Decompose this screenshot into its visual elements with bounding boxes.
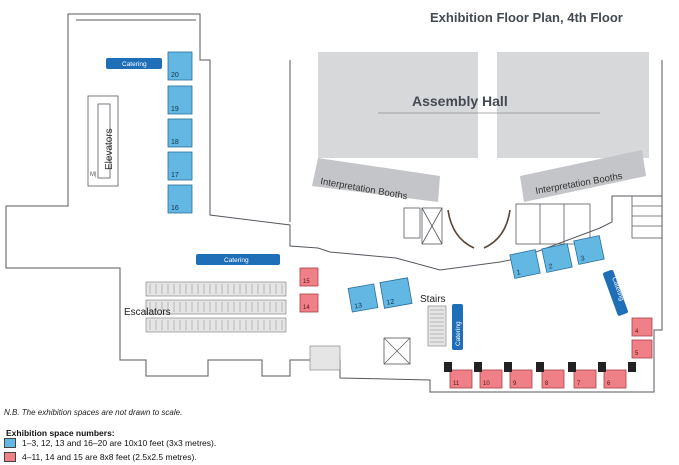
exhibition-space-7[interactable]: 7	[573, 369, 597, 389]
exhibition-space-number: 15	[303, 279, 310, 285]
exhibition-space-box[interactable]	[347, 283, 379, 313]
exhibition-space-number: 14	[303, 305, 310, 311]
exhibition-space-number: 19	[171, 106, 179, 113]
legend-row-blue: 1–3, 12, 13 and 16–20 are 10x10 feet (3x…	[4, 437, 216, 449]
escalators-label: Escalators	[124, 307, 171, 318]
exhibition-space-15[interactable]: 15	[299, 267, 319, 287]
elevators-label: Elevators	[104, 128, 115, 170]
exhibition-space-number: 16	[171, 205, 179, 212]
exhibition-space-box[interactable]	[167, 184, 193, 214]
exhibition-space-box[interactable]	[167, 118, 193, 148]
catering-counters[interactable]: Catering Catering Catering Catering	[106, 58, 629, 350]
exhibition-space-5[interactable]: 5	[631, 339, 653, 359]
exhibition-space-box[interactable]	[509, 369, 533, 389]
exhibition-space-number: 2	[548, 263, 553, 271]
exhibition-space-box[interactable]	[479, 369, 503, 389]
exhibition-space-17[interactable]: 17	[167, 151, 193, 181]
column	[598, 362, 606, 372]
exhibition-space-number: 17	[171, 172, 179, 179]
exhibition-space-number: 4	[635, 329, 639, 335]
storage-rooms	[403, 195, 663, 245]
exhibition-space-number: 11	[453, 381, 460, 387]
exhibition-space-box[interactable]	[299, 267, 319, 287]
exhibition-space-box[interactable]	[631, 339, 653, 359]
exhibition-space-4[interactable]: 4	[631, 317, 653, 337]
exhibition-space-box[interactable]	[509, 249, 541, 279]
structural-columns	[444, 362, 636, 372]
assembly-hall: Assembly Hall	[318, 52, 649, 158]
exhibition-space-number: 12	[386, 298, 395, 306]
exhibition-space-number: 8	[545, 381, 549, 387]
exhibition-space-box[interactable]	[631, 317, 653, 337]
exhibition-space-9[interactable]: 9	[509, 369, 533, 389]
legend-heading: Exhibition space numbers:	[6, 428, 115, 438]
exhibition-space-number: 9	[513, 381, 517, 387]
elevators: Elevators M|	[87, 95, 119, 187]
exhibition-space-19[interactable]: 19	[167, 85, 193, 115]
stairs: Stairs	[309, 294, 447, 371]
legend-text-blue: 1–3, 12, 13 and 16–20 are 10x10 feet (3x…	[22, 438, 217, 448]
exhibition-space-box[interactable]	[541, 369, 565, 389]
exhibition-space-6[interactable]: 6	[603, 369, 627, 389]
exhibition-space-18[interactable]: 18	[167, 118, 193, 148]
exhibition-space-box[interactable]	[167, 85, 193, 115]
exhibition-space-number: 3	[580, 255, 585, 263]
scale-note: N.B. The exhibition spaces are not drawn…	[4, 408, 183, 417]
column	[628, 362, 636, 372]
exhibition-space-number: 1	[516, 269, 521, 277]
exhibition-space-number: 5	[635, 351, 639, 357]
exhibition-space-3[interactable]: 3	[573, 235, 605, 265]
exhibition-space-13[interactable]: 13	[347, 283, 379, 313]
catering-label-3: Catering	[455, 321, 462, 346]
exhibition-space-number: 20	[171, 72, 179, 79]
legend-row-red: 4–11, 14 and 15 are 8x8 feet (2.5x2.5 me…	[4, 451, 197, 463]
exhibition-space-box[interactable]	[299, 293, 319, 313]
exhibition-space-10[interactable]: 10	[479, 369, 503, 389]
column	[474, 362, 482, 372]
legend-text-red: 4–11, 14 and 15 are 8x8 feet (2.5x2.5 me…	[22, 452, 197, 462]
escalators-area: Escalators	[124, 281, 287, 333]
exhibition-space-20[interactable]: 20	[167, 51, 193, 81]
exhibition-space-box[interactable]	[573, 369, 597, 389]
map-title: Exhibition Floor Plan, 4th Floor	[430, 10, 623, 25]
column	[536, 362, 544, 372]
exhibition-space-number: 10	[483, 381, 490, 387]
column	[504, 362, 512, 372]
assembly-hall-label: Assembly Hall	[412, 93, 508, 109]
building-walls	[5, 13, 663, 393]
exhibition-space-box[interactable]	[603, 369, 627, 389]
exhibition-space-box[interactable]	[167, 51, 193, 81]
exhibition-space-number: 6	[607, 381, 611, 387]
legend-swatch-blue	[4, 438, 16, 448]
catering-label-1: Catering	[122, 61, 147, 68]
stairs-label: Stairs	[420, 294, 446, 305]
exhibition-space-14[interactable]: 14	[299, 293, 319, 313]
column	[444, 362, 452, 372]
legend-swatch-red	[4, 452, 16, 462]
exhibition-space-2[interactable]: 2	[541, 243, 573, 273]
column	[568, 362, 576, 372]
exhibition-space-box[interactable]	[573, 235, 605, 265]
exhibition-space-16[interactable]: 16	[167, 184, 193, 214]
exhibition-space-12[interactable]: 12	[379, 277, 413, 309]
elevators-small-mark: M|	[90, 172, 97, 178]
catering-label-2: Catering	[224, 257, 249, 264]
exhibition-space-number: 18	[171, 139, 179, 146]
exhibition-space-1[interactable]: 1	[509, 249, 541, 279]
exhibition-spaces-red[interactable]: 15 14 4 5 11 10 9 8 7 6	[299, 267, 653, 389]
exhibition-space-box[interactable]	[167, 151, 193, 181]
hall-entrances	[447, 209, 511, 249]
exhibition-space-box[interactable]	[379, 277, 413, 309]
exhibition-space-box[interactable]	[541, 243, 573, 273]
exhibition-space-number: 7	[577, 381, 581, 387]
exhibition-space-11[interactable]: 11	[449, 369, 473, 389]
exhibition-space-number: 13	[354, 302, 363, 310]
exhibition-space-8[interactable]: 8	[541, 369, 565, 389]
exhibition-space-box[interactable]	[449, 369, 473, 389]
interpretation-booths-left: Interpretation Booths	[312, 158, 440, 202]
